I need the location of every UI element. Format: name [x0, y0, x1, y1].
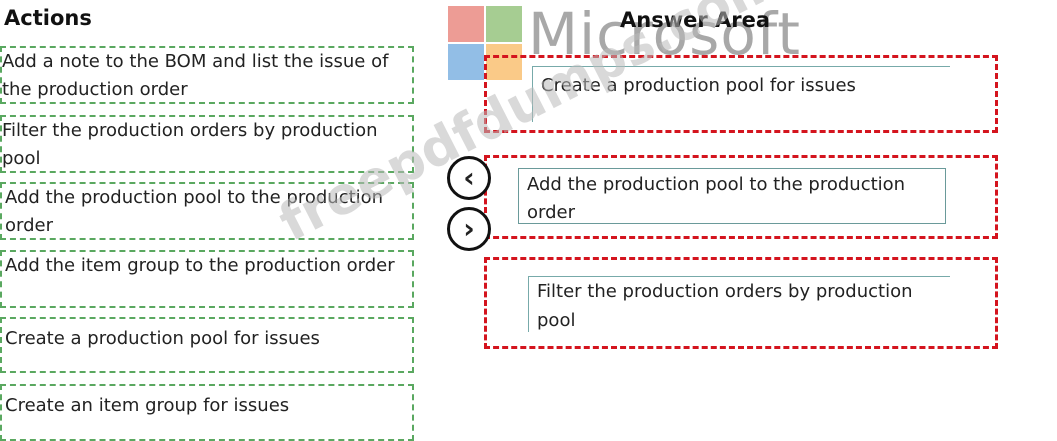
action-item[interactable]: Filter the production orders by producti… — [0, 115, 414, 173]
answer-item[interactable]: Filter the production orders by producti… — [528, 276, 950, 332]
answer-slot-1[interactable] — [484, 55, 998, 133]
microsoft-logo-watermark — [448, 6, 524, 82]
actions-heading: Actions — [4, 6, 92, 30]
action-item[interactable]: Add a note to the BOM and list the issue… — [0, 46, 414, 104]
move-right-button[interactable]: › — [447, 207, 491, 251]
action-item[interactable]: Create an item group for issues — [0, 384, 414, 441]
answer-item[interactable]: Add the production pool to the productio… — [518, 168, 946, 224]
answer-slot-2[interactable] — [484, 155, 998, 239]
action-item[interactable]: Create a production pool for issues — [0, 317, 414, 373]
answer-item[interactable]: Create a production pool for issues — [532, 66, 950, 122]
action-item[interactable]: Add the production pool to the productio… — [0, 182, 414, 240]
chevron-left-icon: ‹ — [463, 161, 475, 194]
answer-slot-3[interactable] — [484, 257, 998, 349]
answer-area-heading: Answer Area — [620, 8, 771, 32]
move-left-button[interactable]: ‹ — [447, 156, 491, 200]
action-item[interactable]: Add the item group to the production ord… — [0, 250, 414, 308]
chevron-right-icon: › — [463, 212, 475, 245]
